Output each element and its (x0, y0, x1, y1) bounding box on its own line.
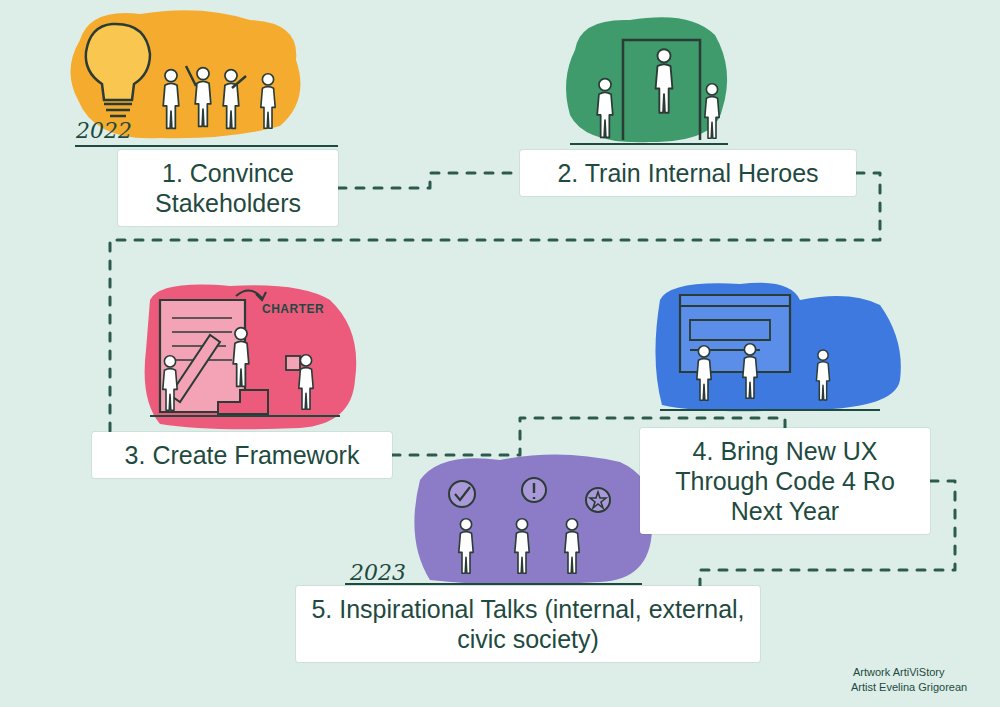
person-figure (515, 519, 529, 573)
year-label: 2022 (76, 118, 132, 143)
person-figure (299, 355, 313, 409)
blue-blob (655, 283, 900, 412)
ground-line (570, 143, 728, 145)
arrow (236, 290, 266, 300)
pull-up-bar (623, 40, 700, 140)
step-box: 5. Inspirational Talks (internal, extern… (296, 586, 760, 662)
pencil (170, 335, 220, 402)
screen-lines (680, 306, 790, 350)
person-figure (816, 350, 829, 400)
person-figure (233, 328, 249, 387)
step-text: 2. Train Internal Heroes (534, 158, 842, 188)
charter-document (160, 300, 245, 412)
exclamation-symbol (533, 483, 535, 499)
star-symbol (590, 492, 606, 508)
credit-text: Artist Evelina Grigorean (851, 681, 967, 693)
person-figure (656, 49, 673, 112)
person-figure (705, 84, 719, 138)
ground-line (660, 409, 880, 411)
step-box: 1. Convince Stakeholders (118, 150, 338, 226)
person-figure (697, 346, 711, 400)
raised-arm (186, 66, 246, 88)
dashed-path (338, 173, 520, 188)
step-text: 1. Convince Stakeholders (132, 158, 324, 218)
steps (218, 390, 268, 414)
person-figure (195, 68, 211, 127)
document-label: CHARTER (262, 302, 324, 316)
speech-bubble (522, 478, 546, 502)
step-box: 3. Create Framework (92, 432, 392, 478)
person-figure (163, 356, 177, 410)
person-figure (743, 344, 757, 398)
speech-bubble (586, 488, 610, 512)
pink-blob (145, 285, 357, 430)
credit-text: Artwork ArtiViStory (853, 666, 945, 678)
green-blob (566, 17, 727, 142)
step-text: 4. Bring New UX Through Code 4 Ro Next Y… (654, 436, 916, 526)
step-text: 5. Inspirational Talks (internal, extern… (310, 594, 746, 654)
lightbulb (86, 24, 150, 100)
ground-line (150, 415, 340, 417)
person-figure (261, 74, 275, 128)
box (286, 356, 300, 370)
step-box: 2. Train Internal Heroes (520, 150, 856, 196)
speech-bubble (449, 481, 475, 507)
step-box: 4. Bring New UX Through Code 4 Ro Next Y… (640, 428, 930, 534)
purple-blob (414, 454, 653, 584)
ground-line (75, 145, 338, 147)
check-symbol (455, 487, 470, 500)
person-figure (597, 79, 613, 138)
year-label: 2023 (350, 560, 406, 585)
person-figure (459, 519, 473, 573)
lightbulb-base (104, 104, 132, 116)
step-text: 3. Create Framework (106, 440, 378, 470)
person-figure (163, 70, 179, 129)
person-figure (565, 519, 579, 573)
person-figure (223, 70, 239, 129)
screen (680, 295, 790, 372)
